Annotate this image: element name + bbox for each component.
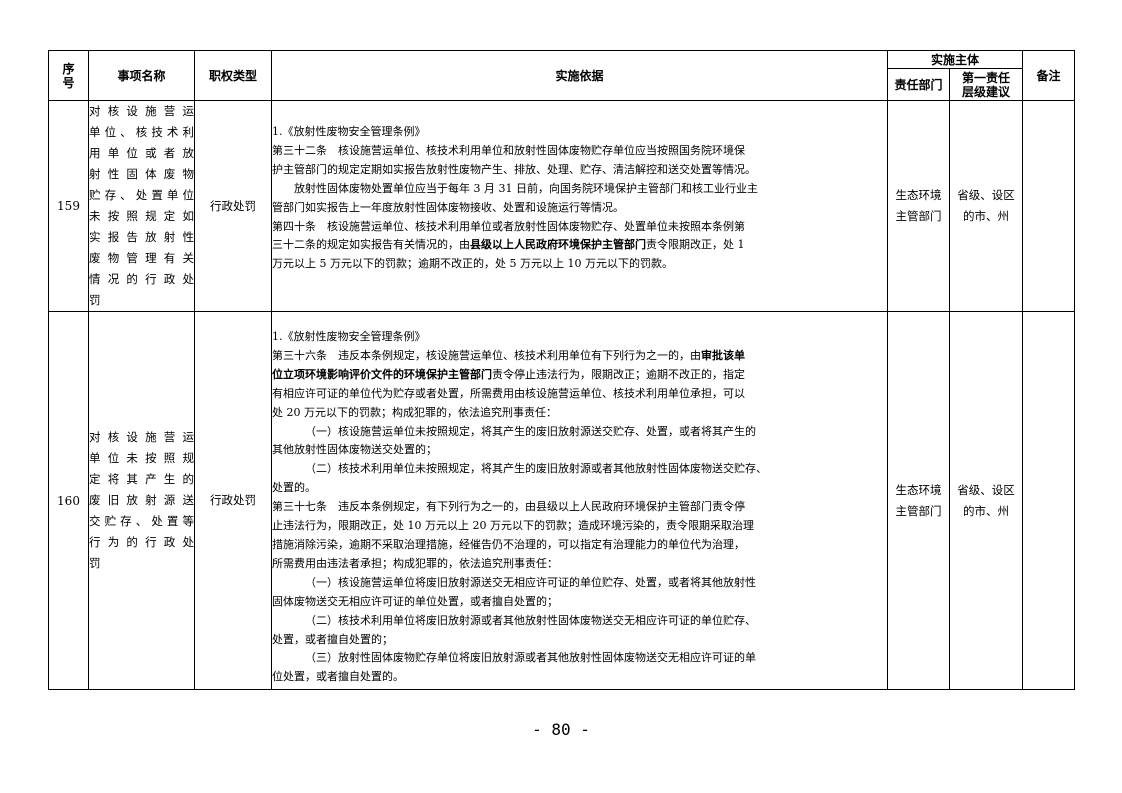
basis-line: 处 20 万元以下的罚款；构成犯罪的，依法追究刑事责任： [272, 405, 557, 419]
basis-line: 其他放射性固体废物送交处置的； [272, 443, 437, 457]
cell-line: 的市、州 [963, 503, 1009, 518]
row-legal-basis: 1.《放射性废物安全管理条例》第三十六条 违反本条例规定，核设施营运单位、核技术… [271, 311, 888, 690]
cell-line: 主管部门 [895, 209, 942, 223]
cell-line: 省级、设区 [957, 188, 1015, 202]
basis-line: 1.《放射性废物安全管理条例》 [272, 125, 426, 138]
row-item-name: 对核设施营运单位、核技术利用单位或者放射性固体废物贮存、处置单位未按照规定如实报… [88, 100, 195, 312]
basis-line: 第三十六条 违反本条例规定，核设施营运单位、核技术利用单位有下列行为之一的，由审… [272, 348, 745, 362]
basis-line: （一）核设施营运单位将废旧放射源送交无相应许可证的单位贮存、处置，或者将其他放射… [305, 575, 756, 589]
header-serial-char: 号 [62, 75, 75, 90]
basis-line: 放射性固体废物处置单位应当于每年 3 月 31 日前，向国务院环境保护主管部门和… [294, 181, 758, 195]
basis-line: 第四十条 核设施营运单位、核技术利用单位或者放射性固体废物贮存、处置单位未按照本… [272, 219, 745, 233]
basis-line: 1.《放射性废物安全管理条例》 [272, 330, 426, 343]
cell-line: 生态环境 [895, 482, 942, 497]
item-name-line: 情况的行政处 [89, 272, 194, 286]
item-name-line: 射性固体废物 [89, 167, 194, 181]
row-item-name: 对核设施营运单位未按照规定将其产生的废旧放射源送交贮存、处置等行为的行政处罚 [88, 311, 195, 690]
item-name-line: 定将其产生的 [89, 472, 194, 486]
header-item-name: 事项名称 [88, 50, 195, 101]
basis-line: （一）核设施营运单位未按照规定，将其产生的废旧放射源送交贮存、处置，或者将其产生… [305, 424, 756, 438]
header-serial-number: 序 号 [48, 50, 89, 101]
basis-line: 位立项环境影响评价文件的环境保护主管部门责令停止违法行为，限期改正；逾期不改正的… [272, 367, 745, 381]
cell-line: 主管部门 [895, 503, 942, 518]
item-name-line: 罚 [89, 556, 101, 570]
item-name-line: 废物管理有关 [89, 251, 194, 265]
header-level-line: 层级建议 [962, 84, 1011, 99]
basis-line: 固体废物送交无相应许可证的单位处置，或者擅自处置的； [272, 594, 558, 608]
basis-line: 第三十七条 违反本条例规定，有下列行为之一的，由县级以上人民政府环境保护主管部门… [272, 500, 745, 514]
item-name-line: 用单位或者放 [89, 146, 194, 160]
table-row: 160 对核设施营运单位未按照规定将其产生的废旧放射源送交贮存、处置等行为的行政… [48, 311, 1076, 690]
header-responsible-dept: 责任部门 [887, 68, 950, 101]
basis-line: （二）核技术利用单位将废旧放射源或者其他放射性固体废物送交无相应许可证的单位贮存… [305, 613, 756, 627]
header-authority-type: 职权类型 [194, 50, 272, 101]
cell-line: 的市、州 [963, 209, 1009, 223]
row-serial-number: 159 [48, 100, 89, 312]
basis-line: 护主管部门的规定定期如实报告放射性废物产生、排放、处理、贮存、清洁解控和送交处置… [272, 162, 756, 176]
row-responsibility-level: 省级、设区的市、州 [948, 100, 1024, 312]
item-name-line: 交贮存、处置等 [89, 514, 194, 528]
row-responsibility-level: 省级、设区的市、州 [948, 311, 1024, 690]
item-name-line: 对核设施营运 [89, 104, 194, 118]
basis-line: 止违法行为，限期改正，处 10 万元以上 20 万元以下的罚款；造成环境污染的，… [272, 519, 754, 533]
item-name-line: 单位、核技术利 [89, 125, 194, 139]
header-level-line: 第一责任 [962, 70, 1011, 85]
item-name-line: 实报告放射性 [89, 230, 194, 244]
basis-line: 处置的。 [272, 481, 316, 495]
item-name-line: 单位未按照规 [89, 451, 194, 465]
basis-line: 所需费用由违法者承担；构成犯罪的，依法追究刑事责任： [272, 556, 558, 570]
basis-line: 第三十二条 核设施营运单位、核技术利用单位和放射性固体废物贮存单位应当按照国务院… [272, 143, 745, 157]
row-authority-type: 行政处罚 [194, 311, 272, 690]
item-name-line: 对核设施营运 [89, 430, 194, 444]
basis-line: 处置，或者擅自处置的； [272, 632, 393, 646]
header-serial-char: 序 [62, 61, 75, 76]
basis-line: （二）核技术利用单位未按照规定，将其产生的废旧放射源或者其他放射性固体废物送交贮… [305, 462, 767, 476]
basis-line: 有相应许可证的单位代为贮存或者处置，所需费用由核设施营运单位、核技术利用单位承担… [272, 386, 745, 400]
row-remarks [1022, 100, 1076, 312]
page-number: - 80 - [532, 720, 590, 739]
row-responsible-dept: 生态环境主管部门 [887, 100, 950, 312]
header-implementing-subject: 实施主体 [886, 50, 1024, 69]
header-legal-basis: 实施依据 [271, 50, 888, 101]
row-legal-basis: 1.《放射性废物安全管理条例》第三十二条 核设施营运单位、核技术利用单位和放射性… [271, 100, 888, 312]
basis-emphasis: 位立项环境影响评价文件的环境保护主管部门 [272, 367, 492, 381]
header-remarks: 备注 [1022, 50, 1076, 101]
cell-line: 省级、设区 [957, 482, 1015, 497]
item-name-line: 未按照规定如 [89, 209, 194, 223]
item-name-line: 废旧放射源送 [89, 493, 194, 507]
basis-line: （三）放射性固体废物贮存单位将废旧放射源或者其他放射性固体废物送交无相应许可证的… [305, 651, 756, 665]
row-authority-type: 行政处罚 [194, 100, 272, 312]
enforcement-table: 序 号 事项名称 职权类型 实施依据 实施主体 备注 责任部门 第一责任 层级建… [48, 50, 1076, 690]
row-remarks [1022, 311, 1076, 690]
basis-line: 位处置，或者擅自处置的。 [272, 670, 404, 684]
row-serial-number: 160 [48, 311, 89, 690]
basis-line: 万元以上 5 万元以下的罚款；逾期不改正的，处 5 万元以上 10 万元以下的罚… [272, 257, 673, 271]
basis-line: 管部门如实报告上一年度放射性固体废物接收、处置和设施运行等情况。 [272, 200, 624, 214]
cell-line: 生态环境 [895, 188, 942, 202]
basis-emphasis: 县级以上人民政府环境保护主管部门 [470, 238, 646, 252]
table-row: 159 对核设施营运单位、核技术利用单位或者放射性固体废物贮存、处置单位未按照规… [48, 100, 1076, 312]
basis-line: 措施消除污染，逾期不采取治理措施，经催告仍不治理的，可以指定有治理能力的单位代为… [272, 537, 745, 551]
basis-line: 三十二条的规定如实报告有关情况的，由县级以上人民政府环境保护主管部门责令限期改正… [272, 238, 745, 252]
item-name-line: 贮存、处置单位 [89, 188, 194, 202]
header-responsibility-level: 第一责任 层级建议 [948, 68, 1024, 101]
item-name-line: 行为的行政处 [89, 535, 194, 549]
basis-emphasis: 审批该单 [701, 348, 745, 362]
item-name-line: 罚 [89, 293, 101, 307]
row-responsible-dept: 生态环境主管部门 [887, 311, 950, 690]
